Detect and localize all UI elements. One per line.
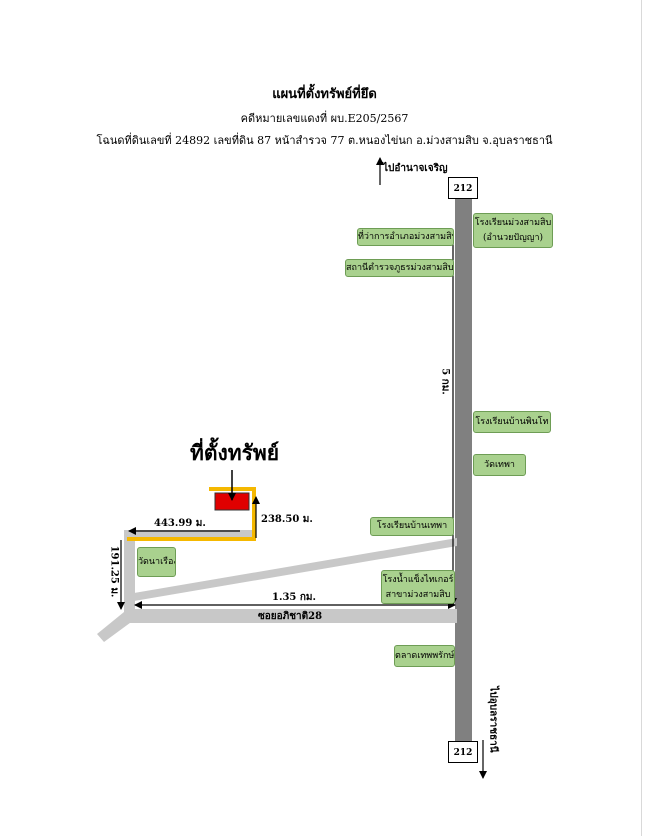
measure-b-label: 238.50 ม. <box>261 514 313 525</box>
map-title: แผนที่ตั้งทรัพย์ที่ยึด <box>272 87 377 102</box>
measure-a-label: 443.99 ม. <box>154 518 206 529</box>
soi-name-label: ซอยอภิชาติ28 <box>258 611 323 622</box>
to-amnat-charoen-label: ไปอำนาจเจริญ <box>383 163 448 174</box>
page-edge <box>641 0 642 836</box>
landmark-school-muang: โรงเรียนม่วงสามสิบ (อำนวยปัญญา) <box>473 213 553 248</box>
highway-shield-top: 212 <box>448 177 478 199</box>
distance-soi-label: 1.35 กม. <box>272 592 316 603</box>
landmark-school-phin: โรงเรียนบ้านพินโท <box>473 411 551 433</box>
highway-212 <box>455 198 472 741</box>
to-ubon-label: ไปอุบลราชธานี <box>487 686 499 753</box>
case-number: คดีหมายเลขแดงที่ ผบ.E205/2567 <box>240 112 409 125</box>
property-label: ที่ตั้งทรัพย์ <box>190 440 280 465</box>
diagonal-road <box>134 538 457 601</box>
side-road-exit <box>97 612 134 642</box>
soi-road <box>124 609 457 623</box>
side-road-top <box>124 530 256 539</box>
landmark-wat-thepha: วัดเทพา <box>473 454 526 476</box>
landmark-school-thepha: โรงเรียนบ้านเทพา <box>370 517 454 536</box>
measure-c-label: 191.25 ม. <box>108 545 120 598</box>
highway-shield-bottom: 212 <box>448 741 478 763</box>
landmark-wat-na-rueang: วัดนาเรือง <box>137 547 176 577</box>
landmark-police-station: สถานีตำรวจภูธรม่วงสามสิบ <box>345 259 454 277</box>
distance-5km-label: 5 กม. <box>439 368 451 395</box>
side-road-vertical <box>124 532 135 623</box>
deed-info: โฉนดที่ดินเลขที่ 24892 เลขที่ดิน 87 หน้า… <box>96 134 553 147</box>
landmark-district-office: ที่ว่าการอำเภอม่วงสามสิบ <box>357 228 454 246</box>
landmark-market: ตลาดเทพพรักษ์ <box>394 645 455 667</box>
landmark-ice-plant: โรงน้ำแข็งไทเกอร์ สาขาม่วงสามสิบ <box>381 570 455 604</box>
